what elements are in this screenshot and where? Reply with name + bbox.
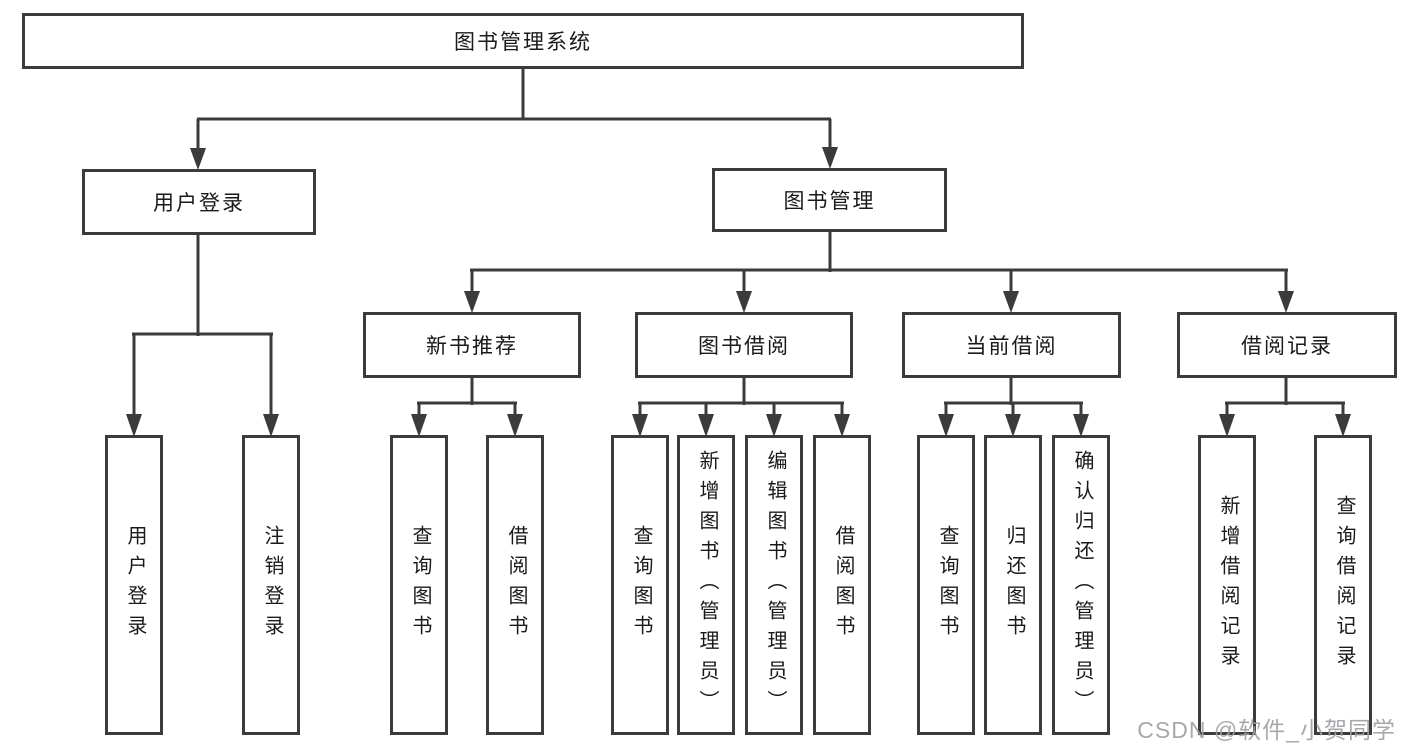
leaf-borrow-book-recommend: 借阅图书: [486, 435, 544, 735]
node-book-management: 图书管理: [712, 168, 947, 232]
leaf-search-book-current: 查询图书: [917, 435, 975, 735]
leaf-logout: 注销登录: [242, 435, 300, 735]
leaf-search-book-borrow: 查询图书: [611, 435, 669, 735]
node-new-book-recommend: 新书推荐: [363, 312, 581, 378]
node-current-borrowing: 当前借阅: [902, 312, 1121, 378]
node-root-system: 图书管理系统: [22, 13, 1024, 69]
node-user-login: 用户登录: [82, 169, 316, 235]
leaf-add-book-admin: 新增图书（管理员）: [677, 435, 735, 735]
leaf-edit-book-admin: 编辑图书（管理员）: [745, 435, 803, 735]
csdn-watermark: CSDN @软件_小贺同学: [1137, 717, 1396, 743]
leaf-confirm-return-admin: 确认归还（管理员）: [1052, 435, 1110, 735]
node-borrowing-records: 借阅记录: [1177, 312, 1397, 378]
leaf-borrow-book: 借阅图书: [813, 435, 871, 735]
leaf-user-login: 用户登录: [105, 435, 163, 735]
leaf-search-book-recommend: 查询图书: [390, 435, 448, 735]
leaf-search-borrow-record: 查询借阅记录: [1314, 435, 1372, 735]
node-book-borrowing: 图书借阅: [635, 312, 853, 378]
leaf-add-borrow-record: 新增借阅记录: [1198, 435, 1256, 735]
leaf-return-book: 归还图书: [984, 435, 1042, 735]
